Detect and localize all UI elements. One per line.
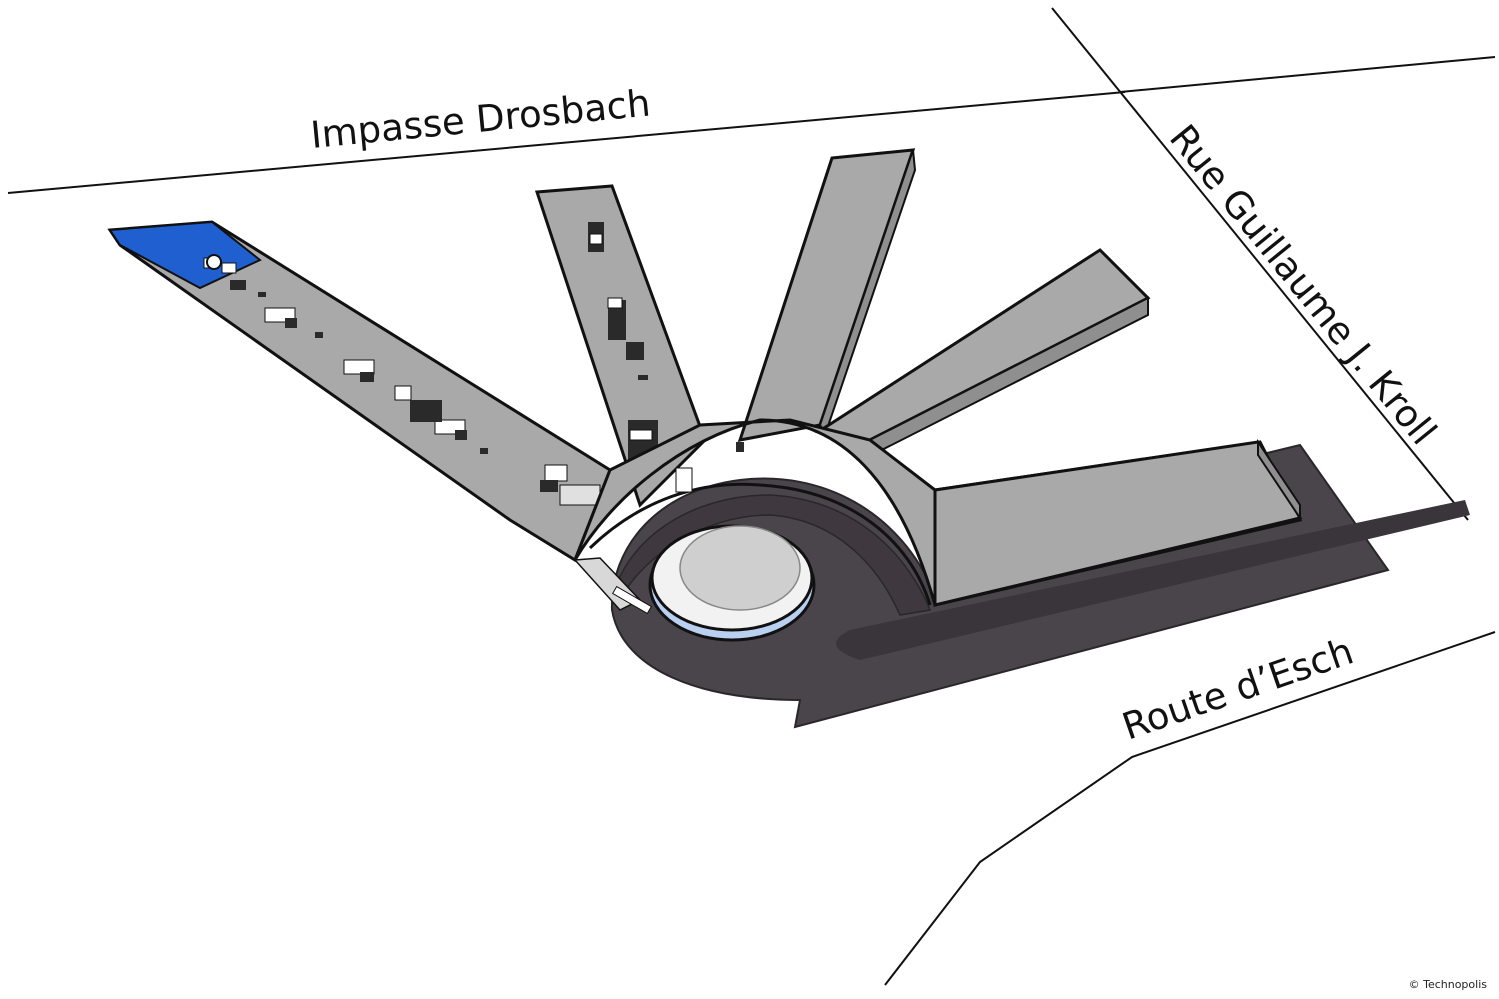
rue-kroll-line (1051, 7, 1469, 521)
street-lines (7, 7, 1496, 986)
impasse-drosbach-line (7, 91, 1126, 194)
northeast-wings (737, 148, 1151, 462)
road-inner-loop (611, 494, 932, 616)
arc-door (675, 467, 693, 493)
rotunda (648, 524, 816, 642)
west-wing (107, 220, 612, 563)
west-wing-dark-blocks (230, 280, 558, 492)
road-lane (836, 500, 1470, 660)
route-esch-line (884, 631, 1496, 986)
label-impasse-drosbach: Impasse Drosbach (309, 81, 653, 156)
corner-stairs (573, 557, 653, 615)
entrance-icon (206, 254, 222, 270)
label-route-esch: Route d’Esch (1117, 629, 1359, 748)
rotunda-top (679, 525, 801, 611)
stair-steps (611, 585, 653, 615)
label-rue-kroll: Rue Guillaume J. Kroll (1161, 117, 1445, 453)
copyright-credit: © Technopolis (1408, 978, 1487, 991)
arc-inner-edge (588, 482, 932, 606)
east-wing-side (1257, 438, 1301, 522)
arc-small-block (736, 442, 744, 452)
north-edge-line (1119, 56, 1496, 93)
central-arc (573, 418, 1303, 607)
